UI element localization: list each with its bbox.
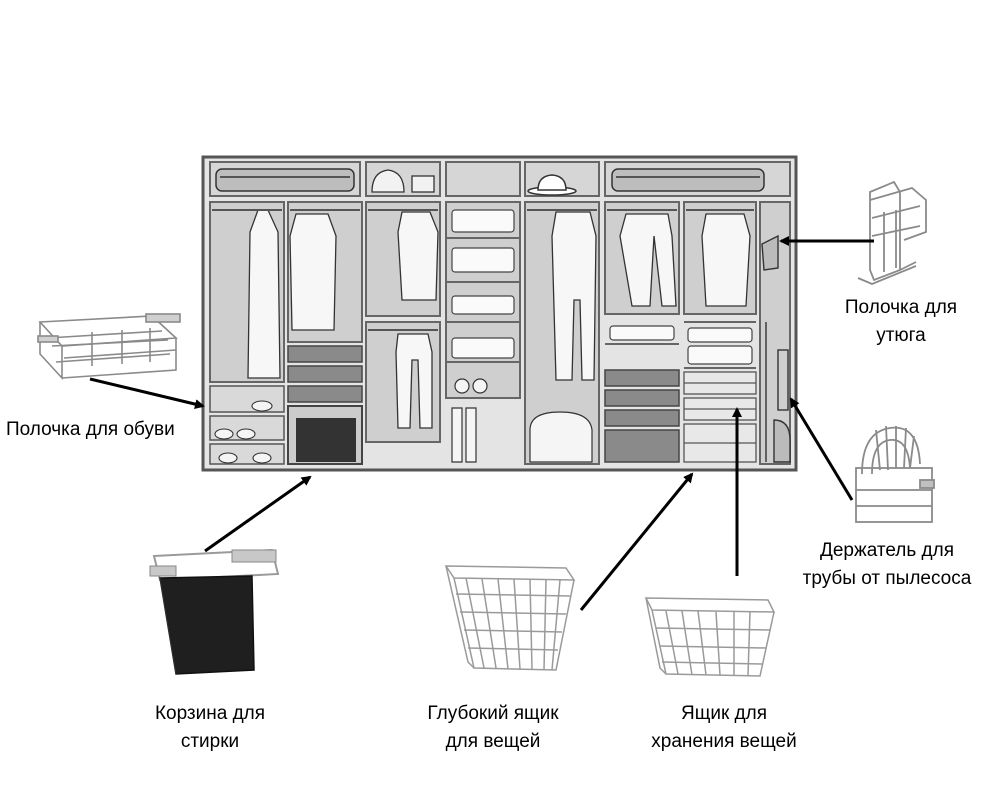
label-deep-drawer-line-1: Глубокий ящик (427, 703, 559, 724)
label-vacuum-holder-line-2: трубы от пылесоса (802, 568, 972, 589)
label-iron-shelf-line-1: Полочка для (844, 297, 958, 318)
laundry-basket-in-wardrobe (287, 405, 363, 465)
wardrobe-illustration (201, 155, 798, 472)
label-shoe-shelf: Полочка для обуви (6, 416, 175, 444)
folded-clothes (451, 209, 753, 365)
arrow-laundry-basket (204, 475, 312, 553)
label-vacuum-holder-line-1: Держатель для (819, 540, 954, 561)
deep-wire-basket-icon (444, 565, 576, 671)
laundry-basket-icon (149, 548, 280, 675)
label-iron-shelf: Полочка для утюга (836, 294, 966, 350)
label-storage-drawer-line-1: Ящик для (680, 703, 768, 724)
bags-icon (371, 169, 435, 193)
hanging-clothes (247, 209, 751, 429)
boots-and-bag (451, 378, 593, 463)
label-iron-shelf-line-2: утюга (876, 325, 926, 346)
label-shoe-shelf-text: Полочка для обуви (6, 419, 175, 440)
label-deep-drawer-line-2: для вещей (445, 731, 541, 752)
shoe-shelves (209, 385, 285, 465)
iron-and-vacuum-section (761, 234, 791, 463)
label-storage-drawer-line-2: хранения вещей (651, 731, 797, 752)
wire-baskets-in-wardrobe (683, 371, 757, 463)
arrow-shoe-shelf (89, 377, 205, 410)
arrow-vacuum-holder (789, 397, 854, 501)
arrows (89, 236, 874, 611)
pull-out-shoe-shelf-icon (37, 313, 181, 381)
suitcase-icon (215, 168, 765, 192)
drawers (287, 345, 680, 463)
iron-holder-icon (857, 180, 927, 285)
label-deep-drawer: Глубокий ящик для вещей (405, 700, 581, 756)
vacuum-pipe-holder-icon (855, 425, 935, 523)
label-laundry-basket: Корзина для стирки (130, 700, 290, 756)
label-laundry-basket-line-1: Корзина для (154, 703, 266, 724)
arrow-deep-drawer (579, 472, 694, 611)
label-laundry-basket-line-2: стирки (180, 731, 240, 752)
hat-icon (527, 174, 577, 196)
label-storage-drawer: Ящик для хранения вещей (626, 700, 822, 756)
label-vacuum-holder: Держатель для трубы от пылесоса (782, 537, 992, 593)
hanging-rods (212, 209, 754, 331)
shoes (214, 400, 273, 464)
wire-storage-basket-icon (644, 597, 776, 677)
shelves (446, 237, 756, 369)
